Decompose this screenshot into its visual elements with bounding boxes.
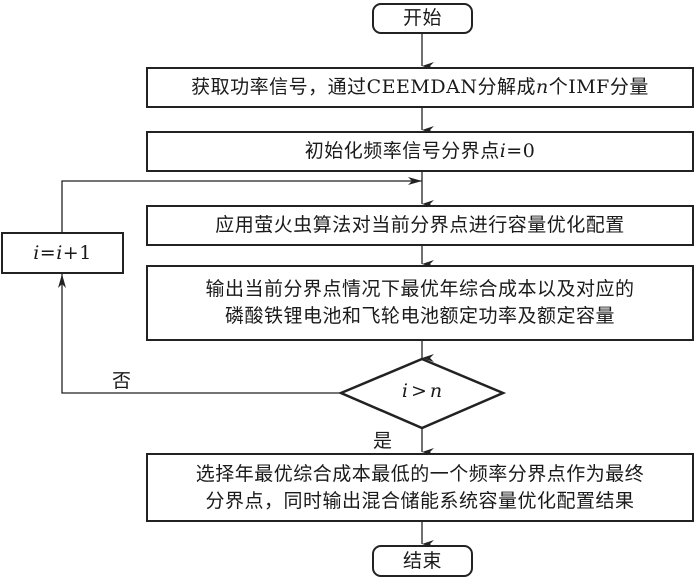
- decision-text: i>n: [372, 380, 472, 402]
- step4-line1: 输出当前分界点情况下最优年综合成本以及对应的: [205, 278, 635, 300]
- start-terminal: 开始: [372, 3, 473, 34]
- arrow-loop-back: [61, 177, 422, 232]
- step5-line1: 选择年最优综合成本最低的一个频率分界点作为最终: [195, 462, 645, 485]
- decision-diamond: [337, 357, 507, 430]
- step2-suffix: =0: [506, 140, 536, 162]
- step3-text: 应用萤火虫算法对当前分界点进行容量优化配置: [215, 214, 625, 236]
- increment-var2: i: [56, 241, 63, 264]
- increment-var1: i: [33, 241, 40, 264]
- step-acquire-signal: 获取功率信号，通过CEEMDAN分解成n个IMF分量: [146, 67, 694, 108]
- step-firefly-optimization: 应用萤火虫算法对当前分界点进行容量优化配置: [146, 205, 694, 246]
- step1-prefix: 获取功率信号，通过CEEMDAN分解成: [191, 76, 536, 98]
- decision-var1: i: [401, 380, 408, 402]
- step1-text: 获取功率信号，通过CEEMDAN分解成n个IMF分量: [191, 74, 649, 101]
- step2-prefix: 初始化频率信号分界点: [304, 140, 500, 162]
- yes-label: 是: [373, 430, 393, 452]
- increment-eq: =: [39, 241, 57, 264]
- start-label: 开始: [402, 7, 442, 29]
- end-label: 结束: [402, 549, 442, 572]
- line-no-branch: [58, 274, 343, 394]
- increment-text: i=i+1: [33, 240, 92, 267]
- no-label: 否: [112, 370, 132, 392]
- step1-suffix: 个IMF分量: [548, 76, 649, 98]
- step5-line2: 分界点，同时输出混合储能系统容量优化配置结果: [205, 489, 635, 512]
- step-output-results: 输出当前分界点情况下最优年综合成本以及对应的 磷酸铁锂电池和飞轮电池额定功率及额…: [146, 265, 694, 341]
- step2-text: 初始化频率信号分界点i=0: [305, 138, 536, 165]
- step1-var: n: [535, 76, 549, 98]
- step2-var: i: [499, 140, 507, 162]
- step4-line2: 磷酸铁锂电池和飞轮电池额定功率及额定容量: [224, 305, 615, 327]
- end-terminal: 结束: [372, 545, 473, 577]
- step-increment: i=i+1: [1, 232, 124, 274]
- step-init-boundary: 初始化频率信号分界点i=0: [146, 131, 694, 172]
- step-select-final: 选择年最优综合成本最低的一个频率分界点作为最终 分界点，同时输出混合储能系统容量…: [146, 453, 694, 522]
- increment-suffix: +1: [62, 241, 92, 264]
- decision-op: >: [410, 380, 427, 402]
- decision-var2: n: [429, 380, 443, 402]
